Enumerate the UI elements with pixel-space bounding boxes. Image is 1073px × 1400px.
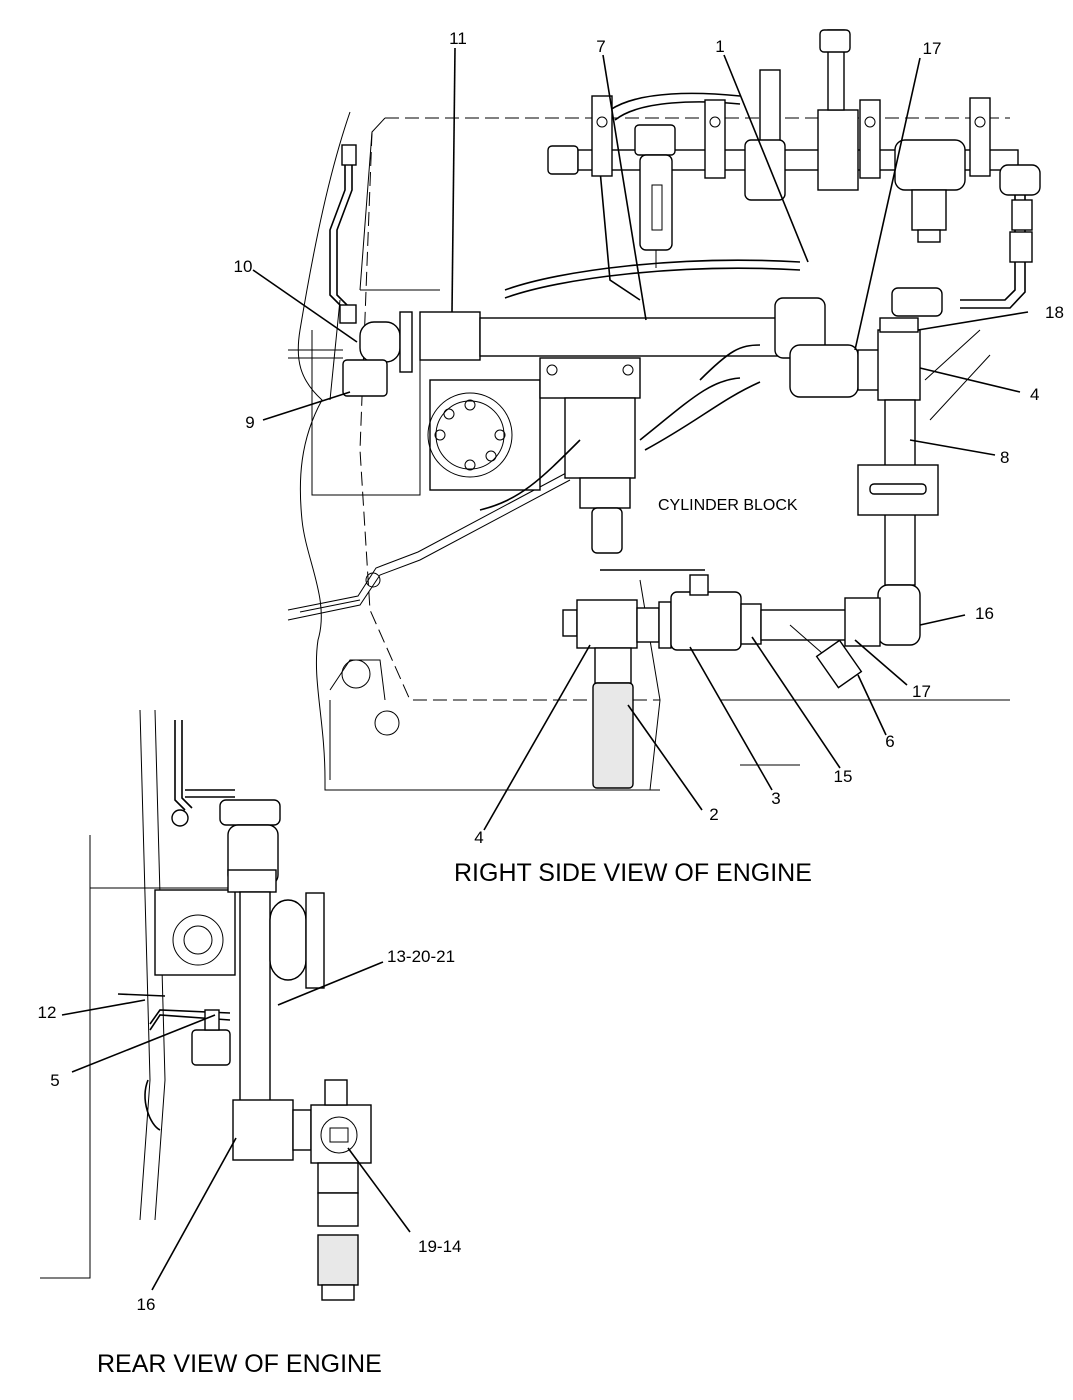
horizontal-pipe — [288, 297, 826, 397]
callout-6: 6 — [885, 732, 894, 751]
upper-hoses — [329, 92, 801, 324]
callout-12: 12 — [38, 1003, 57, 1022]
callout-4-low: 4 — [474, 828, 483, 847]
callout-4-right: 4 — [1030, 385, 1039, 404]
callout-19-14: 19-14 — [418, 1237, 461, 1256]
center-pump — [479, 344, 761, 554]
callout-2: 2 — [709, 805, 718, 824]
cylinder-block-label: CYLINDER BLOCK — [658, 497, 798, 514]
callout-11: 11 — [449, 29, 467, 48]
callout-3: 3 — [771, 789, 780, 808]
callout-7: 7 — [596, 37, 605, 56]
right-side-view-title: RIGHT SIDE VIEW OF ENGINE — [454, 859, 812, 887]
callout-16-right: 16 — [975, 604, 994, 623]
upper-manifold — [547, 29, 1041, 317]
callout-13-20-21: 13-20-21 — [387, 947, 455, 966]
callout-15: 15 — [834, 767, 853, 786]
callout-8: 8 — [1000, 448, 1009, 467]
lower-line — [562, 569, 881, 789]
callout-10: 10 — [234, 257, 253, 276]
callout-9: 9 — [245, 413, 254, 432]
flange-plate — [427, 379, 541, 491]
callout-5: 5 — [50, 1071, 59, 1090]
callout-17-top: 17 — [923, 39, 942, 58]
rear-view-outline — [40, 709, 372, 1301]
callout-labels: 11 7 1 17 18 10 9 4 8 16 17 6 15 3 2 4 1… — [38, 29, 1064, 1314]
callout-16-rear: 16 — [137, 1295, 156, 1314]
rear-view-title: REAR VIEW OF ENGINE — [97, 1350, 382, 1378]
callout-1: 1 — [715, 37, 724, 56]
callout-18: 18 — [1045, 303, 1064, 322]
callout-17-low: 17 — [912, 682, 931, 701]
leader-lines — [61, 47, 1029, 1291]
right-fittings — [789, 317, 939, 646]
